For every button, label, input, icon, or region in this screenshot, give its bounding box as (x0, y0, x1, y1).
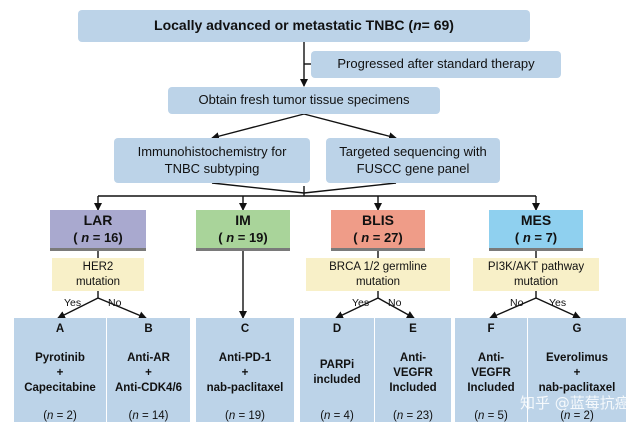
arrow-blis-yes (335, 297, 379, 319)
condition-line2: mutation (355, 275, 401, 288)
subtype-count: ( n = 7) (514, 229, 558, 245)
arm-letter: A (55, 323, 65, 335)
condition-line2: mutation (75, 275, 121, 288)
condition-pi3k: PI3K/AKT pathway mutation (473, 258, 599, 291)
sequencing-box: Targeted sequencing with FUSCC gene pane… (326, 138, 500, 183)
ihc-box: Immunohistochemistry for TNBC subtyping (114, 138, 310, 183)
specimen-box: Obtain fresh tumor tissue specimens (168, 87, 440, 114)
merge-seq (303, 182, 397, 194)
subtype-name: LAR (83, 212, 113, 229)
arrow-mes-yes (535, 297, 581, 319)
arm-letter: E (409, 323, 417, 335)
arm-treatment: Anti-AR+Anti-CDK4/6 (114, 352, 183, 394)
arm-g: G Everolimus+nab-paclitaxel (n = 2) (528, 318, 626, 422)
arrow-obtain-to-ihc (211, 113, 305, 141)
mes-no-label: No (510, 297, 524, 309)
subtype-name: BLIS (362, 212, 394, 229)
arrow-blis-no (377, 297, 415, 319)
subtype-blis: BLIS ( n = 27) (331, 210, 425, 251)
subtype-im: IM ( n = 19) (196, 210, 290, 251)
subtype-count: ( n = 27) (353, 229, 403, 245)
arm-letter: D (332, 323, 342, 335)
condition-her2: HER2 mutation (52, 258, 144, 291)
subtype-count: ( n = 19) (218, 229, 268, 245)
arm-a: A Pyrotinib+Capecitabine (n = 2) (14, 318, 106, 422)
seq-line2: FUSCC gene panel (356, 160, 470, 176)
condition-line1: BRCA 1/2 germline (329, 261, 427, 274)
seq-line1: Targeted sequencing with (339, 144, 487, 160)
arm-count: (n = 2) (560, 410, 594, 422)
specimen-text: Obtain fresh tumor tissue specimens (198, 92, 410, 108)
arm-count: (n = 23) (393, 410, 433, 422)
condition-line1: PI3K/AKT pathway (487, 261, 585, 274)
merge-ihc (211, 182, 305, 194)
arm-c: C Anti-PD-1+nab-paclitaxel (n = 19) (196, 318, 294, 422)
progression-note: Progressed after standard therapy (311, 51, 561, 78)
population-box: Locally advanced or metastatic TNBC (n =… (78, 10, 530, 42)
arm-count: (n = 4) (320, 410, 354, 422)
population-text-post: = 69) (421, 17, 454, 34)
subtype-mes: MES ( n = 7) (489, 210, 583, 251)
condition-line1: HER2 (82, 261, 114, 274)
lar-yes-label: Yes (64, 297, 82, 309)
mes-yes-label: Yes (549, 297, 567, 309)
arm-treatment: Anti-PD-1+nab-paclitaxel (206, 352, 284, 394)
condition-brca: BRCA 1/2 germline mutation (306, 258, 450, 291)
arm-treatment: Pyrotinib+Capecitabine (24, 352, 96, 394)
subtype-name: MES (520, 212, 552, 229)
arrow-obtain-to-seq (303, 113, 397, 141)
ihc-line2: TNBC subtyping (164, 160, 260, 176)
subtype-count: ( n = 16) (73, 229, 123, 245)
arrow-mes-no (489, 297, 537, 319)
condition-line2: mutation (513, 275, 559, 288)
subtype-name: IM (235, 212, 251, 229)
population-text-pre: Locally advanced or metastatic TNBC ( (154, 17, 414, 34)
arm-treatment: Everolimus+nab-paclitaxel (538, 352, 616, 394)
arm-letter: F (487, 323, 495, 335)
lar-no-label: No (108, 297, 122, 309)
progression-note-text: Progressed after standard therapy (337, 56, 535, 72)
arrow-lar-yes (57, 297, 99, 319)
arm-count: (n = 14) (128, 410, 169, 422)
arm-letter: C (240, 323, 250, 335)
population-n-label: n (413, 17, 422, 34)
arm-count: (n = 2) (43, 410, 77, 422)
arm-count: (n = 5) (474, 410, 508, 422)
arm-letter: B (144, 323, 153, 335)
subtype-lar: LAR ( n = 16) (50, 210, 146, 251)
arrow-lar-no (97, 297, 147, 319)
arm-b: B Anti-AR+Anti-CDK4/6 (n = 14) (106, 318, 190, 422)
blis-yes-label: Yes (352, 297, 370, 309)
ihc-line1: Immunohistochemistry for (137, 144, 287, 160)
arm-letter: G (572, 323, 582, 335)
watermark-text: 知乎 @蓝莓抗癌 (520, 394, 630, 412)
arm-count: (n = 19) (225, 410, 265, 422)
blis-no-label: No (388, 297, 402, 309)
